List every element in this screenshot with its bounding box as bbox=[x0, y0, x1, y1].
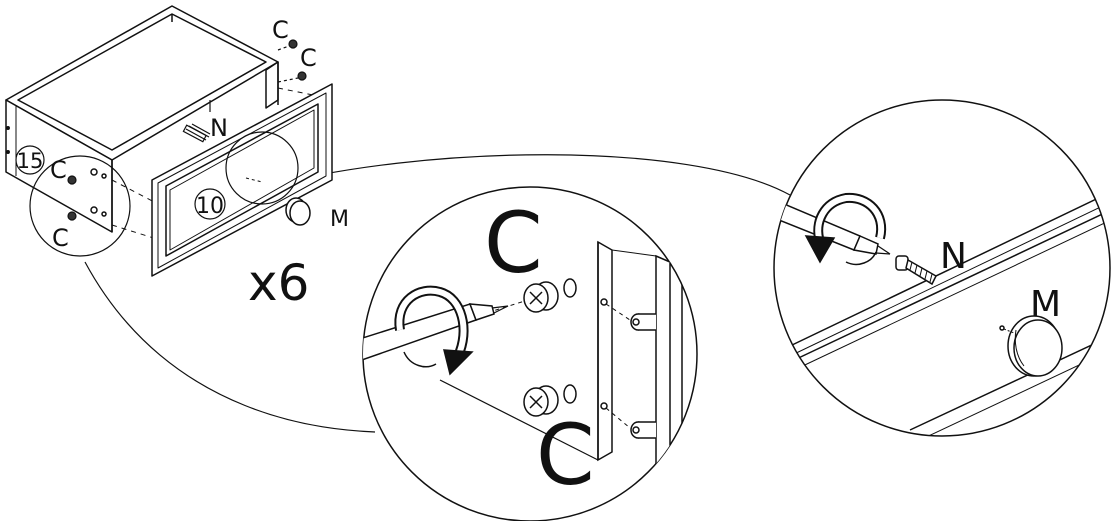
knob-m-zoom bbox=[999, 315, 1063, 377]
label-c-top-2: C bbox=[300, 44, 317, 72]
screw-n-drawer bbox=[182, 123, 211, 143]
zoom-connectors bbox=[84, 154, 791, 433]
label-m-small: M bbox=[330, 207, 349, 232]
zoom-marker-cam-locks bbox=[29, 155, 131, 257]
label-n-drawer: N bbox=[210, 114, 228, 142]
rotate-clockwise-arrow-icon bbox=[394, 285, 474, 376]
dowel-top bbox=[630, 313, 656, 331]
dowel-bottom bbox=[630, 421, 656, 439]
screwdriver-icon bbox=[774, 197, 891, 255]
label-n-zoom: N bbox=[940, 236, 967, 277]
connector-left-to-center bbox=[84, 261, 376, 433]
label-c-zoom-top: C bbox=[484, 194, 543, 292]
front-panel-10 bbox=[151, 83, 333, 277]
screw-n-zoom bbox=[895, 255, 937, 286]
quantity-label: x6 bbox=[248, 254, 309, 312]
panel-badge-10: 10 bbox=[194, 188, 226, 220]
drawer-box bbox=[5, 5, 279, 233]
rotate-clockwise-arrow-icon bbox=[804, 192, 887, 266]
label-c-zoom-bottom: C bbox=[536, 406, 595, 504]
label-c-top-1: C bbox=[272, 16, 289, 44]
screwdriver-icon bbox=[363, 303, 509, 363]
panel-hole bbox=[90, 168, 98, 176]
zoom-panel-edge bbox=[597, 240, 613, 462]
drawer-right-side bbox=[265, 61, 279, 109]
front-panel-outer bbox=[151, 83, 333, 277]
connector-right-to-zoom-n bbox=[261, 154, 791, 196]
panel-number-10: 10 bbox=[196, 194, 224, 219]
panel-number-15: 15 bbox=[17, 149, 44, 173]
label-m-zoom: M bbox=[1030, 284, 1061, 325]
zoom-circle-screw-knob: N M bbox=[773, 99, 1111, 437]
panel-hole bbox=[90, 206, 98, 214]
zoom-circle-cam-locks: C C bbox=[362, 186, 698, 522]
cam-lock-c-left bbox=[67, 175, 77, 221]
panel-hole bbox=[101, 173, 107, 179]
cam-lock-zoom-bottom bbox=[523, 385, 559, 417]
cam-lock-zoom-top bbox=[523, 281, 559, 313]
panel-badge-15: 15 bbox=[15, 145, 45, 175]
label-c-left-2: C bbox=[52, 224, 69, 252]
cam-lock-c-top bbox=[277, 39, 307, 83]
zoom-marker-screw bbox=[225, 131, 299, 205]
panel-hole bbox=[101, 211, 107, 217]
label-c-left-1: C bbox=[50, 156, 67, 184]
knob-m bbox=[285, 197, 311, 226]
